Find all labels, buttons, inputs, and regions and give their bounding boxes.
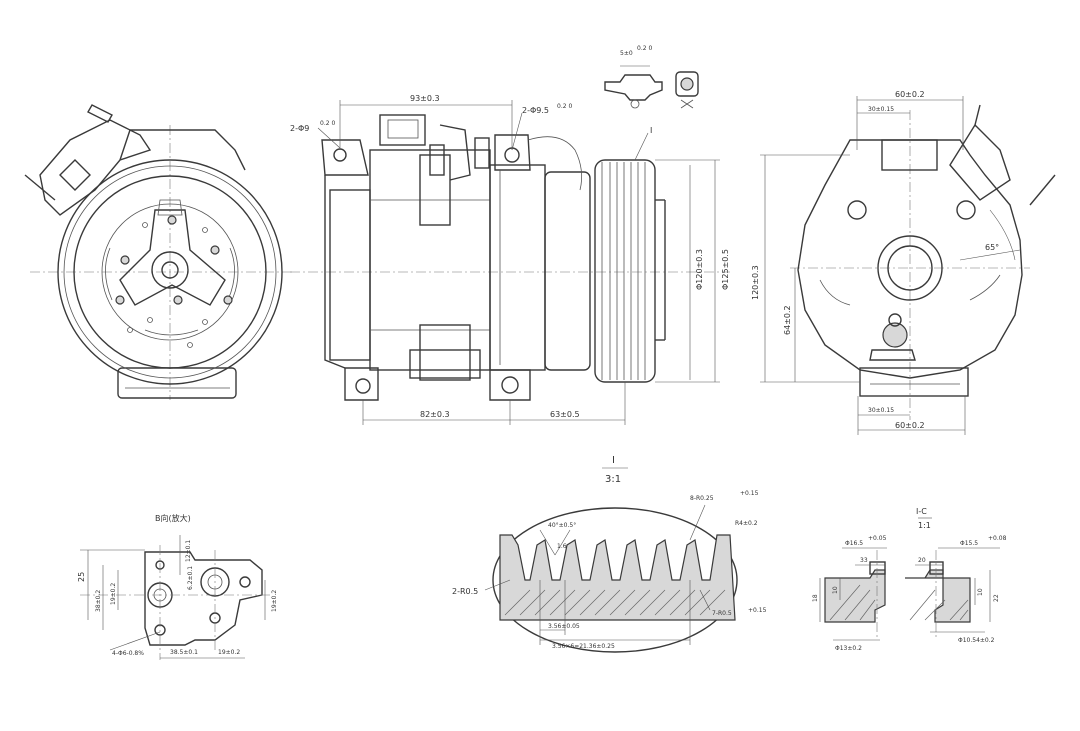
detail-scale: 3:1 (605, 474, 621, 485)
dim-pulley-outer: Φ125±0.5 (721, 249, 730, 290)
groove-detail (484, 467, 738, 653)
sec-h2: 18 (812, 594, 819, 602)
section-detail (819, 517, 1000, 641)
sec-h1: 10 (832, 586, 839, 594)
sec-h4: 22 (993, 594, 1000, 602)
groove-total: 3.56×6=21.36±0.25 (552, 643, 615, 650)
bview-title: B向(放大) (155, 513, 191, 523)
dim-rear-top-half: 30±0.15 (868, 106, 894, 113)
dim-rear-height: 120±0.3 (751, 265, 760, 300)
dim-pulley-inner: Φ120±0.3 (695, 249, 704, 290)
dim-b-left1: 38±0.2 (95, 590, 102, 612)
sec-h3: 10 (977, 588, 984, 596)
dim-rear-bottom: 60±0.2 (895, 421, 925, 430)
dim-b-left2: 19±0.2 (110, 583, 117, 605)
dim-b-height: 25 (77, 572, 86, 582)
dim-side-top: 93±0.3 (410, 94, 440, 103)
dim-b-mid: 6.2±0.1 (187, 566, 194, 590)
dim-top-small-tol: 0.2 0 (637, 45, 652, 52)
sensor-detail (604, 65, 699, 109)
sec-bot2: Φ10.54±0.2 (958, 637, 995, 644)
sec-dia2: Φ15.5 (960, 540, 978, 547)
b-view-detail (80, 535, 270, 660)
sec-w1: 33 (860, 557, 868, 564)
dim-rear-top: 60±0.2 (895, 90, 925, 99)
dim-rear-mid: 64±0.2 (783, 305, 792, 335)
dim-side-bottom-left: 82±0.3 (420, 410, 450, 419)
section-scale: 1:1 (918, 521, 931, 530)
rear-view (760, 96, 1056, 435)
section-title: I-C (916, 507, 927, 516)
groove-top-r-tol: +0.15 (740, 490, 759, 497)
pulley-mark: I (650, 126, 652, 135)
groove-bot-r-tol: +0.15 (748, 607, 767, 614)
dimension-labels: 93±0.3 2-Φ9 0.2 0 2-Φ9.5 0.2 0 82±0.3 63… (77, 45, 1007, 657)
dim-side-right-bore: 2-Φ9.5 (522, 106, 549, 115)
detail-title: I (612, 455, 615, 466)
dim-b-bottom1: 38.5±0.1 (170, 649, 198, 656)
dim-side-right-bore-tol: 0.2 0 (557, 103, 572, 110)
groove-top-r: 8-R0.25 (690, 495, 714, 502)
groove-bot-r: 7-R0.5 (712, 610, 732, 617)
side-view (290, 100, 730, 425)
dim-b-right: 19±0.2 (271, 590, 278, 612)
dim-side-left-bore: 2-Φ9 (290, 124, 309, 133)
sec-w2: 20 (918, 557, 926, 564)
dim-rear-angle: 65° (985, 243, 999, 252)
front-view (24, 104, 295, 400)
dim-side-bottom-right: 63±0.5 (550, 410, 580, 419)
dim-b-holes: 4-Φ6-0.8% (112, 650, 144, 657)
dim-rear-bottom-half: 30±0.15 (868, 407, 894, 414)
dim-side-left-bore-tol: 0.2 0 (320, 120, 335, 127)
sec-dia2-tol: +0.08 (988, 535, 1007, 542)
sec-dia1: Φ16.5 (845, 540, 863, 547)
groove-r2: R4±0.2 (735, 520, 758, 527)
groove-angle: 40°±0.5° (548, 522, 576, 529)
dim-b-bottom2: 19±0.2 (218, 649, 240, 656)
groove-depth: 1.6 (557, 543, 567, 550)
sec-dia1-tol: +0.05 (868, 535, 887, 542)
sec-bot1: Φ13±0.2 (835, 645, 862, 652)
groove-left-r: 2-R0.5 (452, 587, 478, 596)
dim-b-top: 12±0.1 (185, 540, 192, 562)
groove-pitch: 3.56±0.05 (548, 623, 580, 630)
dim-top-small: 5±0 (620, 50, 633, 57)
